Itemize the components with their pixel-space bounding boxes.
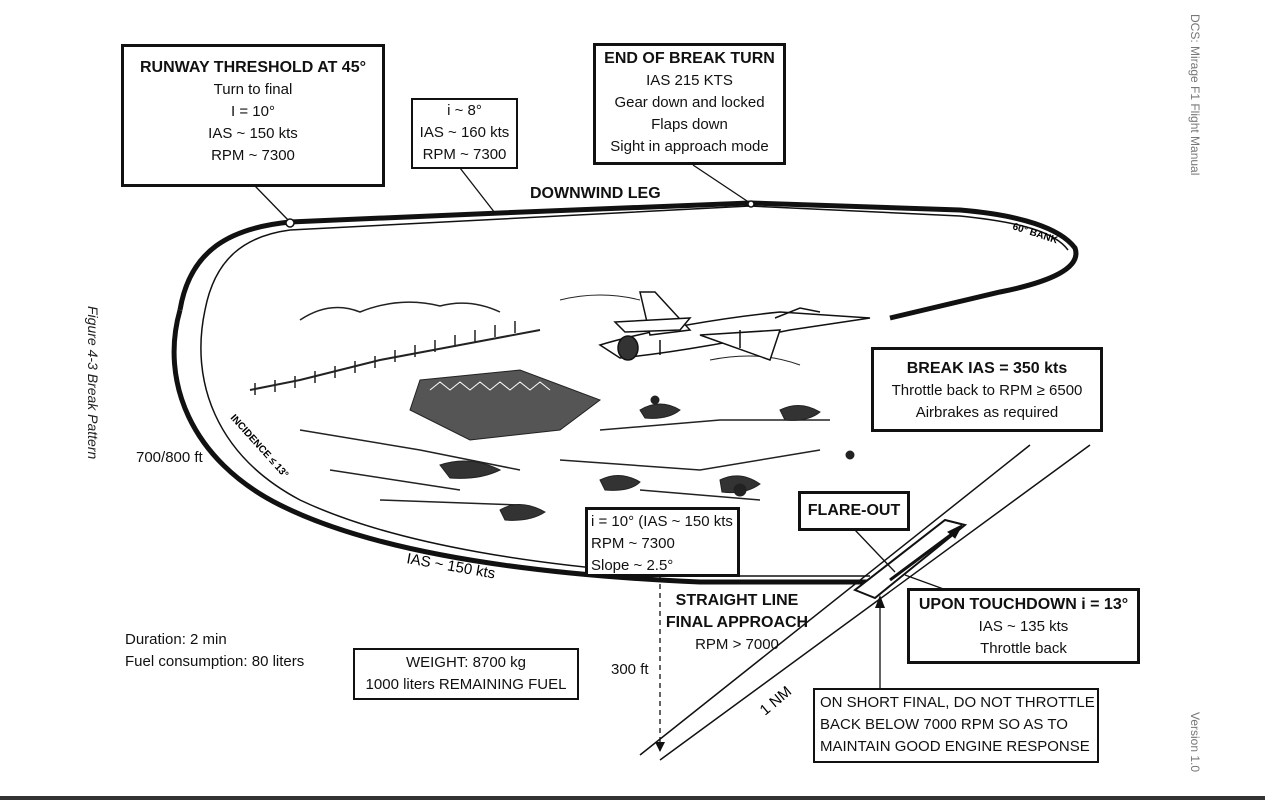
straight-line-subtitle: FINAL APPROACH <box>665 614 809 631</box>
straight-line-label: STRAIGHT LINE FINAL APPROACH RPM > 7000 <box>662 590 812 656</box>
weight-box: WEIGHT: 8700 kg 1000 liters REMAINING FU… <box>353 648 579 700</box>
figure-caption: Figure 4-3 Break Pattern <box>85 306 101 460</box>
threshold-line: I = 10° <box>231 103 275 120</box>
end-break-title: END OF BREAK TURN <box>604 50 775 67</box>
short-final-arrow-icon <box>875 595 885 608</box>
break-ias-line: Throttle back to RPM ≥ 6500 <box>891 382 1083 399</box>
inner-track <box>204 205 1069 311</box>
break-ias-box: BREAK IAS = 350 kts Throttle back to RPM… <box>871 347 1103 432</box>
downwind-leg-label: DOWNWIND LEG <box>530 185 661 202</box>
downwind-param: IAS ~ 160 kts <box>419 124 510 141</box>
short-final-line: BACK BELOW 7000 RPM SO AS TO <box>820 716 1068 733</box>
downwind-param: i ~ 8° <box>447 102 482 119</box>
short-final-box: ON SHORT FINAL, DO NOT THROTTLE BACK BEL… <box>813 688 1099 763</box>
aircraft-icon <box>598 291 871 361</box>
altitude-label: 700/800 ft <box>136 449 203 466</box>
end-break-marker <box>747 200 755 208</box>
threshold-marker <box>285 218 295 228</box>
downwind-param: RPM ~ 7300 <box>422 146 507 163</box>
straight-line-title: STRAIGHT LINE <box>675 592 799 609</box>
short-final-line: ON SHORT FINAL, DO NOT THROTTLE <box>820 694 1095 711</box>
threshold-line: IAS ~ 150 kts <box>208 125 298 142</box>
incidence-label: INCIDENCE ≤ 13° <box>228 413 290 481</box>
flare-title: FLARE-OUT <box>807 502 901 519</box>
short-final-line: MAINTAIN GOOD ENGINE RESPONSE <box>820 738 1090 755</box>
flare-box: FLARE-OUT <box>798 491 910 531</box>
callout-lines <box>254 164 961 752</box>
pattern-track <box>171 200 1079 585</box>
final-param: Slope ~ 2.5° <box>591 557 674 574</box>
final-param: i = 10° (IAS ~ 150 kts <box>591 513 733 530</box>
bottom-border <box>0 796 1265 800</box>
weight-line: WEIGHT: 8700 kg <box>405 654 527 671</box>
end-break-box: END OF BREAK TURN IAS 215 KTS Gear down … <box>593 43 786 165</box>
end-break-line: Gear down and locked <box>614 94 765 111</box>
threshold-title: RUNWAY THRESHOLD AT 45° <box>140 59 366 76</box>
touchdown-line: Throttle back <box>980 640 1067 657</box>
touchdown-box: UPON TOUCHDOWN i = 13° IAS ~ 135 kts Thr… <box>907 588 1140 664</box>
touchdown-title: UPON TOUCHDOWN i = 13° <box>918 596 1129 613</box>
final-params-box: i = 10° (IAS ~ 150 kts RPM ~ 7300 Slope … <box>585 507 740 577</box>
duration-label: Duration: 2 min <box>125 631 227 648</box>
downwind-leg-track <box>177 200 1079 321</box>
final-param: RPM ~ 7300 <box>591 535 675 552</box>
terrain-illustration <box>249 294 855 521</box>
threshold-box: RUNWAY THRESHOLD AT 45° Turn to final I … <box>121 44 385 187</box>
straight-line-rpm: RPM > 7000 <box>695 636 779 653</box>
height-arrow-icon <box>655 742 665 752</box>
base-turn-track <box>171 309 870 585</box>
height-label: 300 ft <box>611 661 649 678</box>
runway-surface <box>853 518 968 600</box>
end-break-line: Flaps down <box>651 116 728 133</box>
touchdown-arrow-icon <box>947 523 964 539</box>
manual-title: DCS: Mirage F1 Flight Manual <box>1188 14 1202 176</box>
threshold-line: Turn to final <box>213 81 293 98</box>
downwind-params-box: i ~ 8° IAS ~ 160 kts RPM ~ 7300 <box>411 98 518 169</box>
end-break-line: Sight in approach mode <box>610 138 769 155</box>
threshold-line: RPM ~ 7300 <box>211 147 295 164</box>
weight-line: 1000 liters REMAINING FUEL <box>365 676 567 693</box>
touchdown-line: IAS ~ 135 kts <box>978 618 1069 635</box>
fuel-label: Fuel consumption: 80 liters <box>125 653 305 670</box>
end-break-line: IAS 215 KTS <box>646 72 733 89</box>
break-ias-line: Airbrakes as required <box>915 404 1059 421</box>
distance-label: 1 NM <box>757 683 795 719</box>
break-ias-title: BREAK IAS = 350 kts <box>906 360 1068 377</box>
version-label: Version 1.0 <box>1188 712 1202 773</box>
runway <box>639 444 1091 761</box>
